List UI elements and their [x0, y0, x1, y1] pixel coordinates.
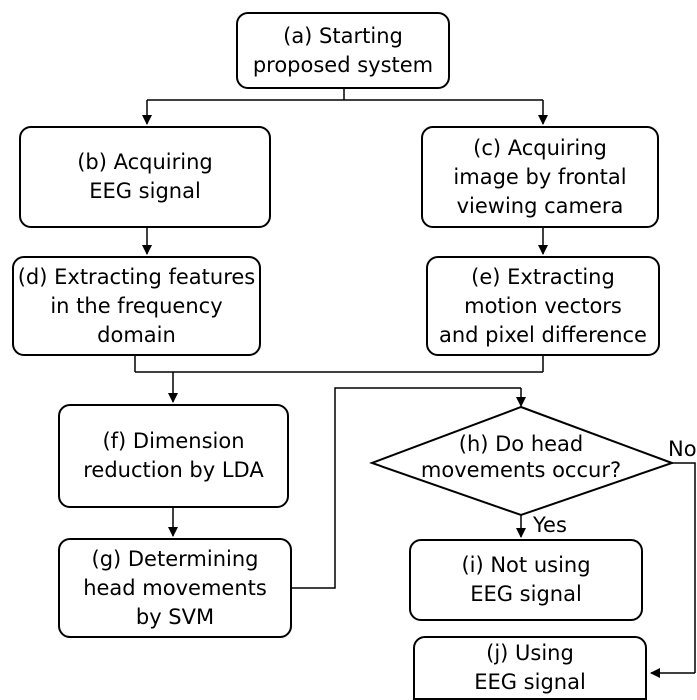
node-c-acquiring-image: (c) Acquiring image by frontal viewing c… [421, 126, 659, 228]
node-h-decision-label: (h) Do head movements occur? [420, 432, 622, 482]
node-e-extracting-motion: (e) Extracting motion vectors and pixel … [426, 256, 660, 356]
edge-label-yes: Yes [533, 513, 567, 537]
node-b-label: (b) Acquiring EEG signal [77, 150, 213, 203]
node-d-label: (d) Extracting features in the frequency… [17, 264, 256, 347]
edge-h-j [672, 462, 696, 673]
node-a-start: (a) Starting proposed system [236, 12, 450, 89]
node-d-extracting-features: (d) Extracting features in the frequency… [12, 256, 261, 356]
node-j-using-eeg: (j) Using EEG signal [413, 636, 647, 700]
node-f-dimension-reduction: (f) Dimension reduction by LDA [58, 404, 289, 508]
decision-diamond [369, 405, 675, 517]
node-i-label: (i) Not using EEG signal [461, 553, 591, 606]
node-a-label: (a) Starting proposed system [252, 23, 434, 77]
node-b-acquiring-eeg: (b) Acquiring EEG signal [19, 126, 271, 228]
node-i-not-using-eeg: (i) Not using EEG signal [409, 539, 643, 621]
edge-g-h [292, 387, 521, 589]
node-f-label: (f) Dimension reduction by LDA [83, 429, 264, 482]
node-g-determining-head: (g) Determining head movements by SVM [58, 538, 292, 638]
node-j-label: (j) Using EEG signal [474, 641, 586, 694]
node-e-label: (e) Extracting motion vectors and pixel … [439, 264, 647, 347]
edge-label-no: No [668, 437, 697, 461]
node-c-label: (c) Acquiring image by frontal viewing c… [453, 135, 627, 218]
node-g-label: (g) Determining head movements by SVM [83, 546, 267, 629]
